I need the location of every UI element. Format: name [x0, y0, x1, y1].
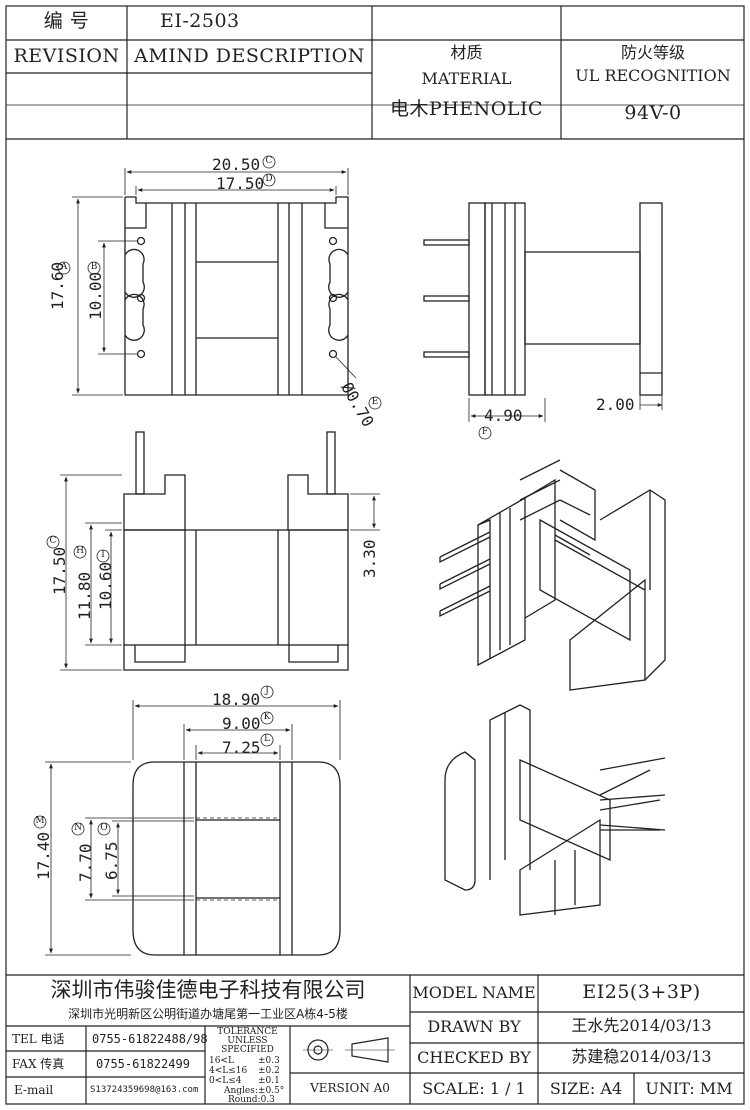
callout-n: N: [74, 823, 82, 833]
code-label: 编 号: [43, 10, 90, 32]
callout-l: L: [264, 734, 270, 744]
dim-side-pin: 4.90: [484, 406, 523, 425]
amend-description-label: AMIND DESCRIPTION: [134, 45, 365, 67]
email-value: S13724359698@163.com: [90, 1085, 199, 1095]
footer-grid: [6, 974, 744, 1104]
dim-bottom-height: 17.40: [34, 831, 53, 880]
top-view: [57, 155, 382, 410]
callout-f: F: [481, 427, 489, 437]
revision-label: REVISION: [13, 45, 120, 67]
dim-top-inner-width: 17.50: [216, 174, 265, 193]
email-label: E-mail: [14, 1083, 54, 1097]
model-name-label: MODEL NAME: [412, 983, 536, 1002]
drawing-code: EI-2503: [160, 10, 240, 32]
tel-value: 0755-61822488/98: [92, 1032, 208, 1046]
side-view: [423, 202, 663, 440]
company-address: 深圳市光明新区公明街道办塘尾第一工业区A栋4-5楼: [68, 1007, 348, 1021]
dim-bottom-o: 6.75: [102, 841, 121, 880]
dim-front-height: 17.50: [50, 546, 69, 595]
dim-front-i: 10.60: [96, 561, 115, 610]
bottom-view: [33, 685, 341, 956]
callout-j: J: [265, 686, 269, 696]
tel-label: TEL 电话: [12, 1032, 65, 1046]
callout-c: C: [265, 156, 273, 166]
scale-label: SCALE: 1 / 1: [422, 1079, 526, 1098]
front-view: [46, 431, 380, 671]
dim-top-pitch: 10.00: [86, 271, 105, 320]
callout-a: A: [60, 262, 68, 272]
header-grid: [6, 6, 744, 140]
unit-label: UNIT: MM: [645, 1079, 733, 1098]
callout-e: E: [371, 397, 379, 407]
material-en-label: MATERIAL: [421, 69, 512, 88]
callout-d: D: [265, 174, 273, 184]
checked-by-label: CHECKED BY: [417, 1048, 531, 1067]
material-value: 电木PHENOLIC: [389, 98, 544, 120]
dim-bottom-width: 18.90: [212, 690, 261, 709]
callout-h: H: [76, 546, 84, 556]
callout-g: C: [49, 536, 57, 546]
callout-b: B: [90, 262, 98, 272]
size-label: SIZE: A4: [549, 1079, 623, 1098]
callout-i: I: [101, 550, 105, 560]
isometric-view-bottom: [444, 704, 666, 916]
callout-m: M: [35, 816, 45, 826]
dim-bottom-n: 7.70: [76, 843, 95, 882]
isometric-view-top: [439, 459, 666, 691]
dim-bottom-l: 7.25: [222, 738, 261, 757]
checked-by-value: 苏建稳2014/03/13: [571, 1047, 712, 1066]
sheet-frame: [5, 5, 745, 1105]
drawn-by-value: 王水先2014/03/13: [571, 1016, 712, 1035]
dim-top-width: 20.50: [212, 155, 261, 174]
callout-k: K: [263, 712, 271, 722]
dim-bottom-k: 9.00: [222, 714, 261, 733]
dim-front-step: 3.30: [360, 539, 379, 578]
material-cn-label: 材质: [450, 43, 483, 62]
fax-label: FAX 传真: [12, 1057, 65, 1071]
version-label: VERSION A0: [310, 1081, 390, 1095]
dim-front-h: 11.80: [75, 571, 94, 620]
callout-o: O: [100, 823, 108, 833]
fax-value: 0755-61822499: [96, 1057, 190, 1071]
dim-side-flange: 2.00: [596, 395, 635, 414]
ul-cn-label: 防火等级: [620, 43, 685, 62]
company-name: 深圳市伟骏佳德电子科技有限公司: [50, 978, 366, 1002]
ul-en-label: UL RECOGNITION: [575, 66, 731, 85]
model-name-value: EI25(3+3P): [582, 981, 701, 1003]
ul-value: 94V-0: [624, 102, 682, 124]
drawn-by-label: DRAWN BY: [427, 1017, 521, 1036]
